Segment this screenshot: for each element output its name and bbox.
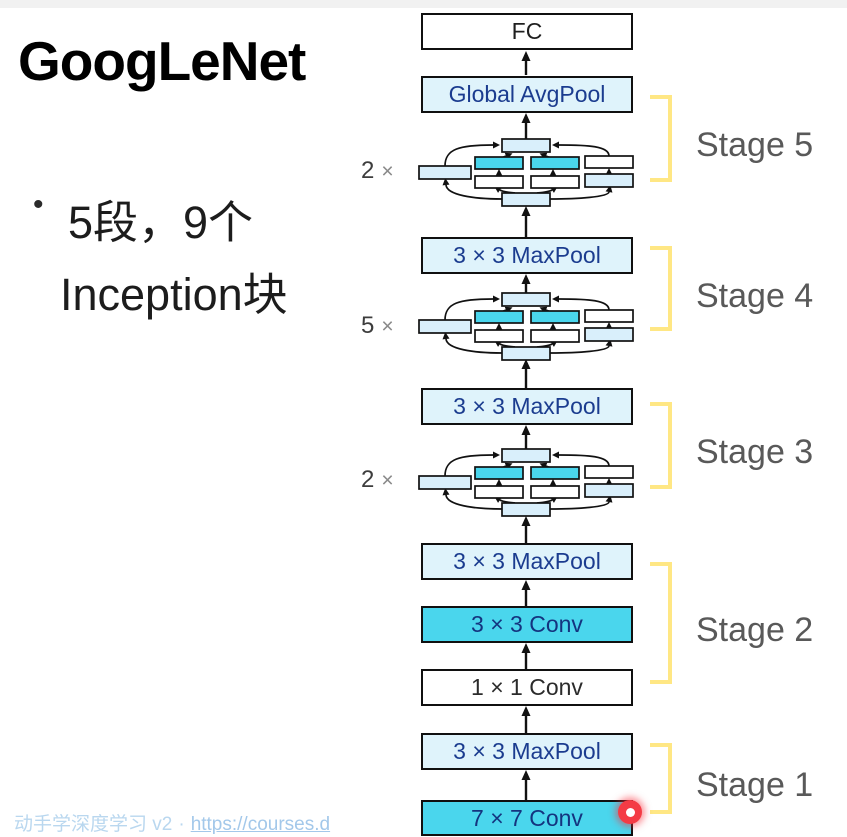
laser-pointer-cursor [618, 800, 642, 824]
course-link[interactable]: https://courses.d [190, 814, 331, 835]
stage-1-label: Stage 1 [696, 766, 814, 804]
footer: 动手学深度学习 v2·https://courses.d [14, 809, 406, 836]
bullet-text-line1: 5段，9个 [68, 197, 254, 248]
bullet-text-line2: Inception块 [60, 269, 288, 320]
stage-3-label: Stage 3 [696, 433, 814, 471]
stage-4-label: Stage 4 [696, 277, 814, 315]
layer-maxpool-stage2: 3 × 3 MaxPool [421, 543, 633, 580]
page-title: GoogLeNet [18, 30, 306, 92]
layer-conv-7x7: 7 × 7 Conv [421, 800, 633, 836]
layer-maxpool-stage4: 3 × 3 MaxPool [421, 237, 633, 274]
times-symbol: × [381, 160, 394, 183]
layer-fc: FC [421, 13, 633, 50]
stage-brackets [650, 95, 672, 814]
layer-conv-3x3: 3 × 3 Conv [421, 606, 633, 643]
inception-block-stage3 [419, 449, 633, 516]
stage-5-label: Stage 5 [696, 126, 814, 164]
times-symbol: × [381, 469, 394, 492]
times-symbol: × [381, 315, 394, 338]
multiplier-stage3: 2× [361, 467, 405, 496]
bullet-icon: • [33, 188, 44, 221]
layer-conv-1x1: 1 × 1 Conv [421, 669, 633, 706]
footer-separator: · [178, 814, 185, 835]
stage-2-label: Stage 2 [696, 611, 814, 649]
multiplier-count: 2 [361, 466, 375, 493]
layer-global-avgpool: Global AvgPool [421, 76, 633, 113]
laser-pointer-core [625, 807, 635, 817]
inception-block-stage4 [419, 293, 633, 360]
top-strip [0, 0, 847, 8]
multiplier-count: 2 [361, 157, 375, 184]
layer-maxpool-stage1: 3 × 3 MaxPool [421, 733, 633, 770]
multiplier-stage5: 2× [361, 158, 405, 187]
inception-block-stage5 [419, 139, 633, 206]
layer-maxpool-stage3: 3 × 3 MaxPool [421, 388, 633, 425]
multiplier-count: 5 [361, 312, 375, 339]
multiplier-stage4: 5× [361, 313, 405, 342]
course-name: 动手学深度学习 v2 [14, 814, 173, 835]
